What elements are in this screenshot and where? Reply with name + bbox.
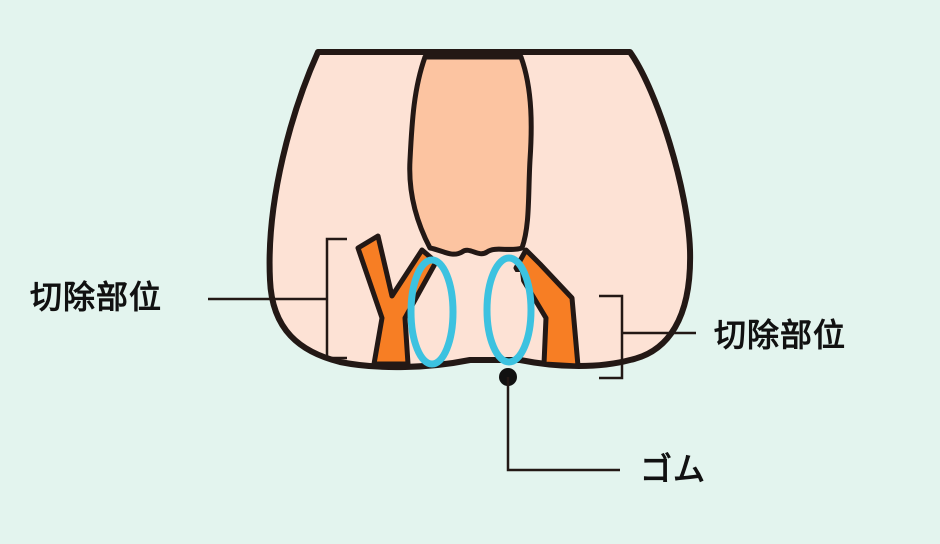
rubber-band-left: [407, 256, 457, 368]
leader-line-gum: [506, 377, 620, 472]
inner-gap-shape: [438, 272, 523, 330]
cut-site-label-right: 切除部位: [714, 316, 847, 354]
bracket-right: [599, 294, 624, 380]
cut-site-left-shape: [355, 233, 439, 367]
cut-site-label-left: 切除部位: [30, 278, 163, 316]
cut-site-right-shape: [513, 247, 581, 369]
rubber-band-label: ゴム: [640, 450, 707, 488]
skin-inner-shape: [407, 54, 534, 257]
rubber-band-right: [483, 254, 535, 366]
